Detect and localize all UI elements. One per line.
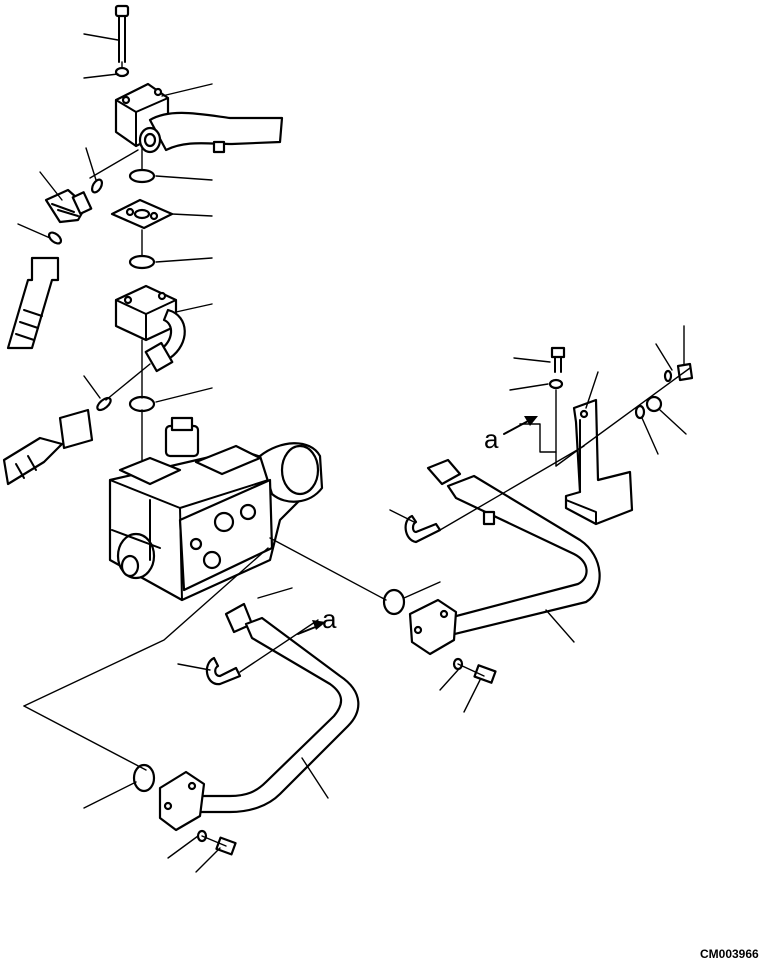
lower-elbow-block xyxy=(114,284,186,373)
lower-u-clamp xyxy=(205,656,242,686)
right-bolt xyxy=(550,346,566,373)
flange-gasket xyxy=(110,198,174,230)
elbow-fitting xyxy=(44,188,93,224)
ref-arrow-upper xyxy=(503,416,538,435)
mounting-bracket xyxy=(564,398,634,526)
upper-tube xyxy=(408,458,601,656)
o-ring-3 xyxy=(96,396,112,412)
upper-hose xyxy=(6,256,60,350)
upper-flange-bolt xyxy=(452,657,497,684)
o-ring-4 xyxy=(128,395,156,413)
o-ring-1 xyxy=(128,168,156,184)
small-o-ring xyxy=(90,178,104,194)
assembly-lines xyxy=(23,61,691,847)
ref-label-a-upper: a xyxy=(484,424,499,454)
upper-flange-o-ring xyxy=(382,588,406,616)
top-bolt xyxy=(114,4,130,63)
upper-elbow-block xyxy=(114,82,284,154)
lower-hose xyxy=(2,408,94,486)
ref-arrow-lower xyxy=(297,620,326,635)
lower-flange-o-ring xyxy=(132,763,156,793)
ref-label-a-lower: a xyxy=(322,604,337,634)
leader-lines xyxy=(17,33,687,873)
o-ring-2 xyxy=(128,254,156,270)
top-washer xyxy=(114,66,130,78)
lower-tube xyxy=(158,602,360,832)
right-washer xyxy=(548,378,564,390)
drawing-code: CM003966 xyxy=(700,947,759,960)
small-o-ring-2 xyxy=(47,231,63,245)
